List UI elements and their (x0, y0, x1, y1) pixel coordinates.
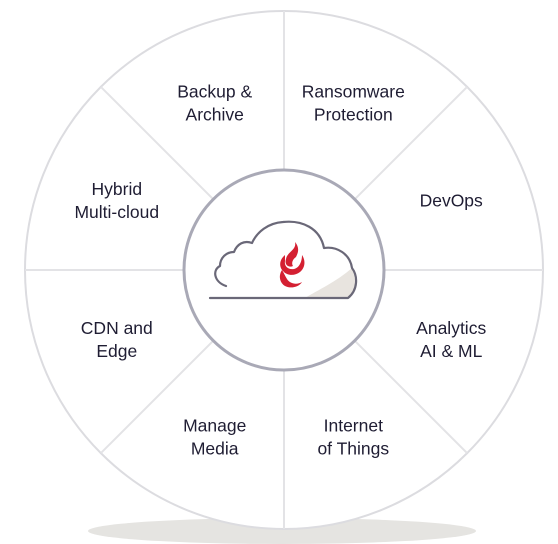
segment-label-line: Multi-cloud (74, 202, 159, 222)
segment-label-line: CDN and (81, 318, 153, 338)
segment-label-line: Media (191, 439, 239, 459)
cloud-flame-icon (208, 220, 358, 300)
segment-label-line: Archive (186, 104, 244, 124)
ground-shadow (88, 518, 476, 544)
segment-label-analytics-ai-ml: Analytics AI & ML (416, 318, 486, 361)
segment-label-line: Protection (314, 104, 393, 124)
segment-label-line: Internet (324, 416, 383, 436)
segment-label-line: DevOps (420, 191, 483, 211)
segment-label-line: Edge (96, 341, 137, 361)
segment-label-backup-archive: Backup & Archive (177, 81, 252, 124)
segment-label-line: of Things (317, 439, 389, 459)
segment-label-line: Ransomware (302, 81, 405, 101)
flame-icon (279, 242, 305, 288)
segment-divider (353, 86, 468, 201)
segment-label-devops: DevOps (420, 191, 483, 211)
cloud-shade (305, 268, 356, 298)
segment-label-line: AI & ML (420, 341, 483, 361)
segment-label-internet-of-things: Internet of Things (317, 416, 389, 459)
segment-divider (100, 339, 215, 454)
segment-divider (100, 86, 215, 201)
segment-label-line: Manage (183, 416, 246, 436)
segment-label-line: Backup & (177, 81, 252, 101)
segment-dividers (25, 11, 543, 529)
segment-label-line: Analytics (416, 318, 486, 338)
cloud-outline (208, 220, 358, 300)
segment-divider (353, 339, 468, 454)
segment-label-line: Hybrid (92, 179, 143, 199)
